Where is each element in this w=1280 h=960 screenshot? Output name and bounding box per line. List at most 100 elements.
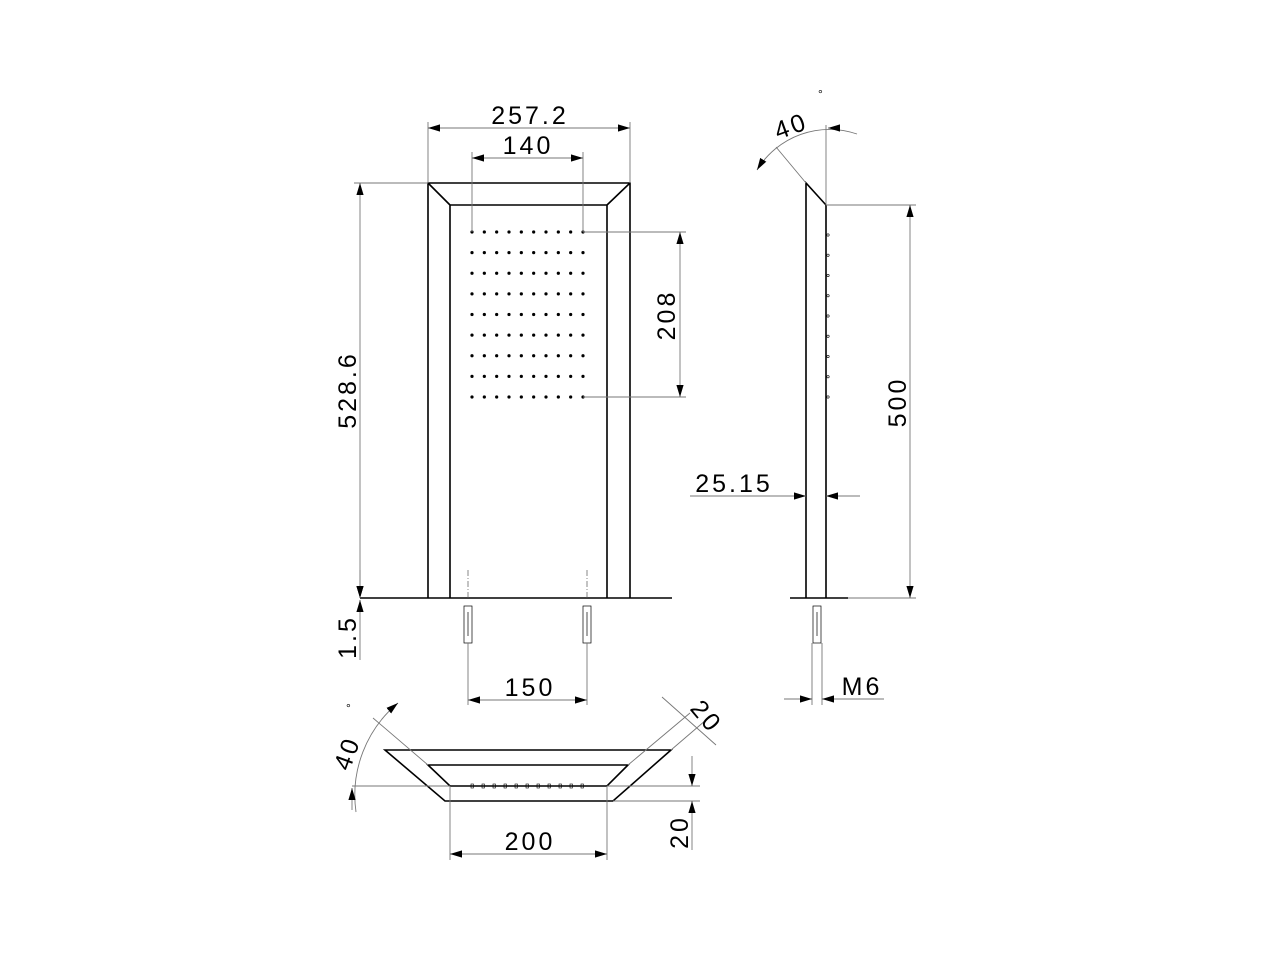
nozzle-dot	[544, 395, 548, 399]
nozzle-dot	[532, 271, 536, 275]
nozzle-dot	[569, 230, 573, 234]
nozzle-dot	[532, 251, 536, 255]
nozzle-dot	[556, 312, 560, 317]
nozzle-dot	[470, 374, 474, 378]
nozzle-dot	[507, 251, 511, 255]
nozzle-dot	[569, 292, 573, 296]
nozzle-dot-side	[826, 395, 830, 399]
nozzle-dot	[507, 395, 511, 399]
nozzle-dot	[507, 354, 511, 358]
dim-hole-width: 140	[503, 132, 554, 160]
dim-angle-side: 40	[771, 108, 812, 146]
dim-side-height: 500	[884, 377, 912, 428]
nozzle-dot	[519, 230, 523, 234]
nozzle-dot-bottom	[536, 783, 540, 789]
nozzle-dot	[556, 374, 560, 378]
nozzle-dot-side	[826, 354, 830, 358]
nozzle-dot-bottom	[569, 783, 573, 789]
nozzle-dot	[532, 395, 536, 399]
nozzle-dot	[495, 312, 499, 317]
nozzle-dot	[556, 395, 560, 399]
nozzle-dot	[470, 251, 474, 255]
nozzle-dot	[581, 271, 585, 275]
nozzle-dot	[507, 230, 511, 234]
nozzle-dot	[495, 374, 499, 378]
nozzle-dot	[532, 230, 536, 234]
nozzle-dot	[581, 292, 585, 296]
nozzle-dot	[544, 230, 548, 234]
nozzle-dot	[470, 292, 474, 296]
nozzle-dot	[470, 354, 474, 358]
nozzle-dot	[482, 374, 486, 378]
nozzle-dot	[470, 333, 474, 337]
nozzle-dot	[569, 333, 573, 337]
side-view: 40 ° 500 25.15 M6	[690, 87, 916, 705]
front-view: 257.2 140 528.6 208 1.5 150	[334, 102, 686, 705]
nozzle-dot	[569, 271, 573, 275]
nozzle-dot	[495, 333, 499, 337]
nozzle-dot	[507, 333, 511, 337]
dim-angle-bottom: 40	[329, 733, 367, 774]
dim-thickness: 25.15	[695, 470, 773, 498]
nozzle-dot	[507, 312, 511, 317]
dim-hole-height: 208	[653, 290, 681, 341]
nozzle-dot	[569, 312, 573, 317]
nozzle-dot	[519, 395, 523, 399]
nozzle-dot	[581, 333, 585, 337]
dim-bottom-width: 200	[505, 828, 556, 856]
nozzle-dot	[519, 312, 523, 317]
dim-depth: 20	[666, 815, 694, 849]
nozzle-dot	[495, 395, 499, 399]
nozzle-dot	[569, 251, 573, 255]
nozzle-dot-bottom	[514, 783, 518, 789]
nozzle-dot	[482, 354, 486, 358]
nozzle-dot	[544, 312, 548, 317]
dim-bolt-spacing: 150	[505, 674, 556, 702]
nozzle-dot	[495, 271, 499, 275]
dim-height: 528.6	[334, 351, 362, 429]
nozzle-dot	[482, 251, 486, 255]
nozzle-dot-side	[826, 375, 830, 379]
nozzle-dot	[532, 354, 536, 358]
nozzle-dot	[519, 292, 523, 296]
bottom-view: 40 ° 20 20 200	[329, 695, 728, 860]
nozzle-dot	[544, 354, 548, 358]
nozzle-dot	[495, 230, 499, 234]
nozzle-dot	[532, 312, 536, 317]
nozzle-dot	[532, 292, 536, 296]
nozzle-dot-side	[826, 314, 830, 318]
nozzle-dot	[507, 374, 511, 378]
degree-symbol: °	[818, 87, 823, 101]
dim-width: 257.2	[491, 102, 569, 130]
nozzle-dot	[556, 354, 560, 358]
nozzle-grid	[470, 230, 585, 399]
nozzle-row	[470, 783, 584, 789]
nozzle-dot	[519, 251, 523, 255]
nozzle-dot-side	[826, 253, 830, 257]
nozzle-dot	[544, 292, 548, 296]
nozzle-dot-side	[826, 294, 830, 298]
nozzle-dot	[556, 271, 560, 275]
nozzle-dot	[519, 354, 523, 358]
nozzle-dot	[470, 395, 474, 399]
nozzle-dot	[495, 292, 499, 296]
bolt-side	[812, 605, 822, 644]
nozzle-dot	[569, 354, 573, 358]
nozzle-dot-bottom	[558, 783, 562, 789]
nozzle-dot	[482, 271, 486, 275]
nozzle-dot	[569, 374, 573, 378]
nozzle-dot	[507, 271, 511, 275]
nozzle-dot	[544, 374, 548, 378]
nozzle-dot	[581, 251, 585, 255]
nozzle-dot-bottom	[525, 783, 529, 789]
nozzle-dot	[519, 374, 523, 378]
nozzle-dot	[556, 333, 560, 337]
bolt-right	[582, 570, 592, 705]
nozzle-dot-bottom	[503, 783, 507, 789]
dim-base-thickness: 1.5	[334, 615, 362, 659]
nozzle-dot	[519, 333, 523, 337]
nozzle-dot	[544, 251, 548, 255]
nozzle-dot	[581, 374, 585, 378]
bottom-outline	[382, 749, 674, 802]
